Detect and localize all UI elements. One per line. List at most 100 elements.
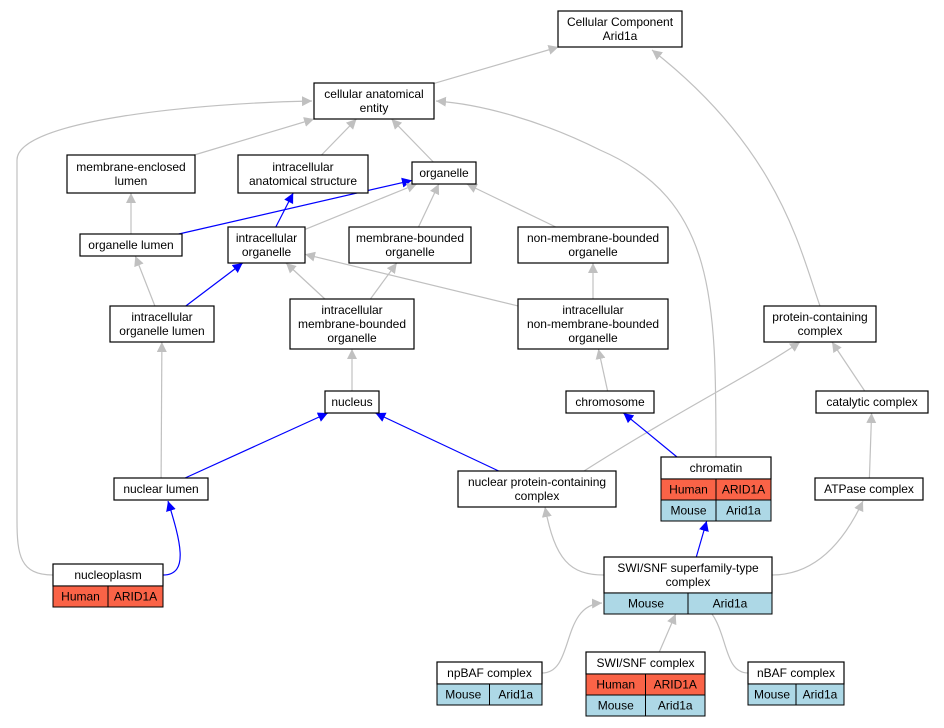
species-label: Human — [669, 483, 708, 497]
node-label: cellular anatomical — [324, 87, 423, 101]
node-label: intracellular — [562, 303, 623, 317]
edge-nucleoplasm-to-cae — [16, 96, 313, 576]
node-label: organelle — [419, 166, 469, 180]
node-label: organelle — [385, 245, 435, 259]
species-label: Mouse — [670, 504, 706, 518]
node-label: SWI/SNF superfamily-type — [617, 561, 759, 575]
edge-orglumen-to-organelle — [178, 177, 413, 235]
node-box — [313, 82, 435, 120]
edge-npcc-to-pcc — [583, 341, 801, 472]
node-atpase[interactable]: ATPase complex — [814, 477, 924, 501]
node-box — [763, 305, 877, 343]
node-label: complex — [515, 489, 560, 503]
edge-nucleoplasm-to-nuclumen — [162, 500, 181, 576]
node-label: SWI/SNF complex — [596, 656, 694, 670]
edge-swisnf-super-to-chromatin — [695, 520, 709, 558]
edge-npbaf-to-swisnf-super — [541, 598, 603, 674]
species-label: Mouse — [598, 699, 634, 713]
edge-nuclumen-to-iol — [156, 341, 167, 479]
node-label: intracellular — [272, 160, 333, 174]
node-box — [348, 226, 472, 264]
node-box — [109, 305, 215, 343]
node-box — [237, 154, 369, 194]
node-box — [411, 161, 477, 185]
node-box — [66, 154, 196, 194]
node-label: nuclear protein-containing — [468, 475, 606, 489]
node-inmbo[interactable]: intracellularnon-membrane-boundedorganel… — [517, 298, 669, 350]
node-label: nucleoplasm — [74, 568, 141, 582]
gene-cell — [715, 499, 772, 522]
node-label: organelle — [568, 331, 618, 345]
gene-label: Arid1a — [498, 688, 533, 702]
species-label: Human — [596, 678, 635, 692]
node-catalytic[interactable]: catalytic complex — [815, 390, 929, 414]
edge-swisnf-super-to-atpase — [771, 500, 864, 576]
edge-intorg-to-ias — [275, 192, 294, 228]
node-box — [565, 390, 655, 414]
node-label: nucleus — [331, 395, 372, 409]
node-label: intracellular — [236, 231, 297, 245]
node-label: chromatin — [690, 461, 743, 475]
gene-label: Arid1a — [803, 688, 838, 702]
node-nucleus[interactable]: nucleus — [324, 390, 380, 414]
edge-atpase-to-catalytic — [866, 412, 877, 479]
node-label: complex — [798, 324, 843, 338]
gene-label: Arid1a — [726, 504, 761, 518]
node-label: intracellular — [321, 303, 382, 317]
edge-chromosome-to-inmbo — [595, 348, 609, 392]
edge-iol-to-orglumen — [134, 255, 156, 307]
edge-iol-to-intorg — [185, 262, 244, 307]
gene-cell — [795, 683, 845, 706]
edge-organelle-to-cae — [391, 118, 434, 163]
node-label: protein-containing — [772, 310, 867, 324]
node-label: membrane-bounded — [356, 231, 464, 245]
node-box — [324, 390, 380, 414]
species-label: Mouse — [628, 597, 664, 611]
edge-intorg-to-organelle — [304, 183, 418, 230]
node-label: organelle — [568, 245, 618, 259]
node-label: intracellular — [131, 310, 192, 324]
node-organelle[interactable]: organelle — [411, 161, 477, 185]
node-box — [289, 298, 415, 350]
edge-chromatin-to-chromosome — [623, 412, 678, 458]
node-label: ATPase complex — [824, 482, 914, 496]
edge-imbo-to-mbo — [369, 262, 398, 300]
node-label: chromosome — [575, 395, 645, 409]
edge-inmbo-to-intorg — [304, 251, 519, 307]
node-label: organelle — [327, 331, 377, 345]
node-chromosome[interactable]: chromosome — [565, 390, 655, 414]
gene-label: ARID1A — [722, 483, 765, 497]
node-box — [517, 226, 669, 264]
node-nuclumen[interactable]: nuclear lumen — [113, 477, 209, 501]
species-label: Mouse — [445, 688, 481, 702]
node-orglumen[interactable]: organelle lumen — [79, 233, 183, 257]
gene-cell — [107, 585, 164, 608]
edge-swisnf-super-to-npcc — [541, 506, 605, 576]
edge-mbo-to-organelle — [417, 183, 440, 228]
node-label: non-membrane-bounded — [527, 317, 659, 331]
node-label: nBAF complex — [757, 666, 835, 680]
node-box — [79, 233, 183, 257]
gene-label: ARID1A — [654, 678, 697, 692]
edge-chromatin-to-cae — [435, 96, 717, 458]
node-label: nuclear lumen — [123, 482, 198, 496]
species-label: Mouse — [754, 688, 790, 702]
